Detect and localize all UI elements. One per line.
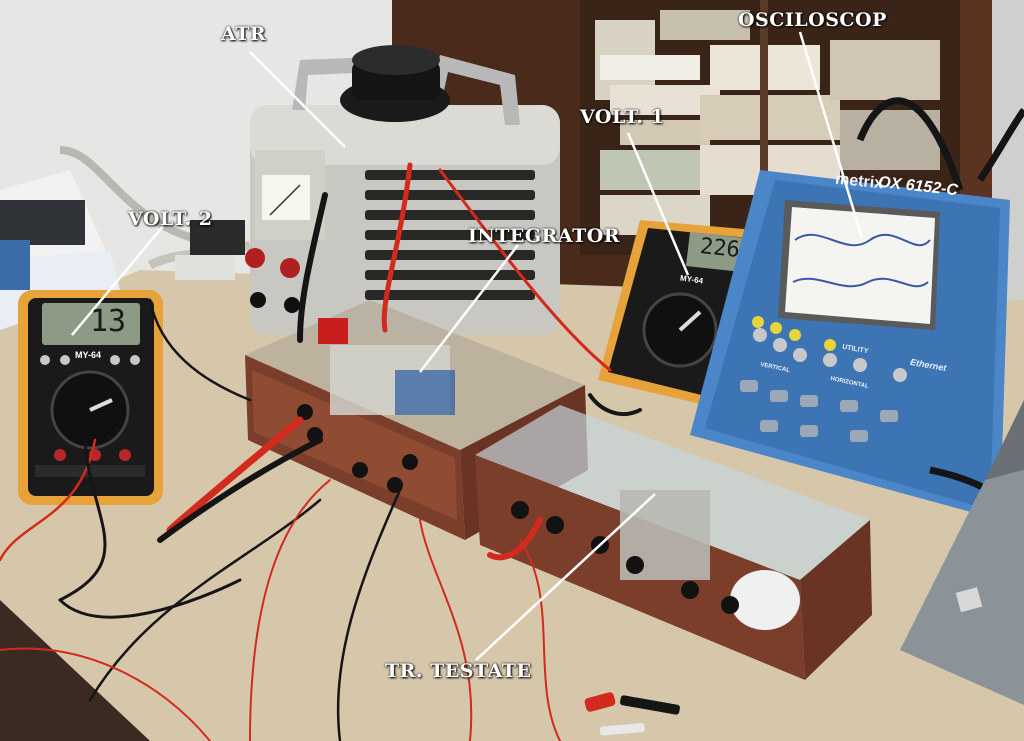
label-integrator: INTEGRATOR bbox=[468, 225, 621, 247]
tested-transformer-box bbox=[475, 405, 872, 680]
label-atr: ATR bbox=[221, 23, 267, 45]
label-volt2: VOLT. 2 bbox=[128, 208, 213, 230]
oscilloscope bbox=[690, 170, 1010, 520]
table-edge bbox=[0, 600, 150, 741]
volt2-model-label: MY-64 bbox=[75, 350, 102, 360]
laptop bbox=[900, 400, 1024, 705]
label-tr-testate: TR. TESTATE bbox=[385, 660, 532, 682]
test-leads bbox=[0, 162, 642, 741]
clip-leads bbox=[584, 692, 680, 736]
label-volt1: VOLT. 1 bbox=[580, 106, 665, 128]
pointer-lines bbox=[71, 31, 864, 661]
atr-terminals bbox=[245, 248, 300, 313]
volt2-display: 13 bbox=[90, 304, 127, 339]
volt1-display: 226 bbox=[698, 233, 741, 264]
label-osciloscop: OSCILOSCOP bbox=[738, 9, 887, 31]
power-cables bbox=[59, 146, 252, 280]
bookshelf bbox=[392, 0, 992, 300]
connectors bbox=[297, 404, 418, 493]
atr-transformer bbox=[250, 45, 560, 335]
multimeter-volt2 bbox=[18, 290, 163, 505]
